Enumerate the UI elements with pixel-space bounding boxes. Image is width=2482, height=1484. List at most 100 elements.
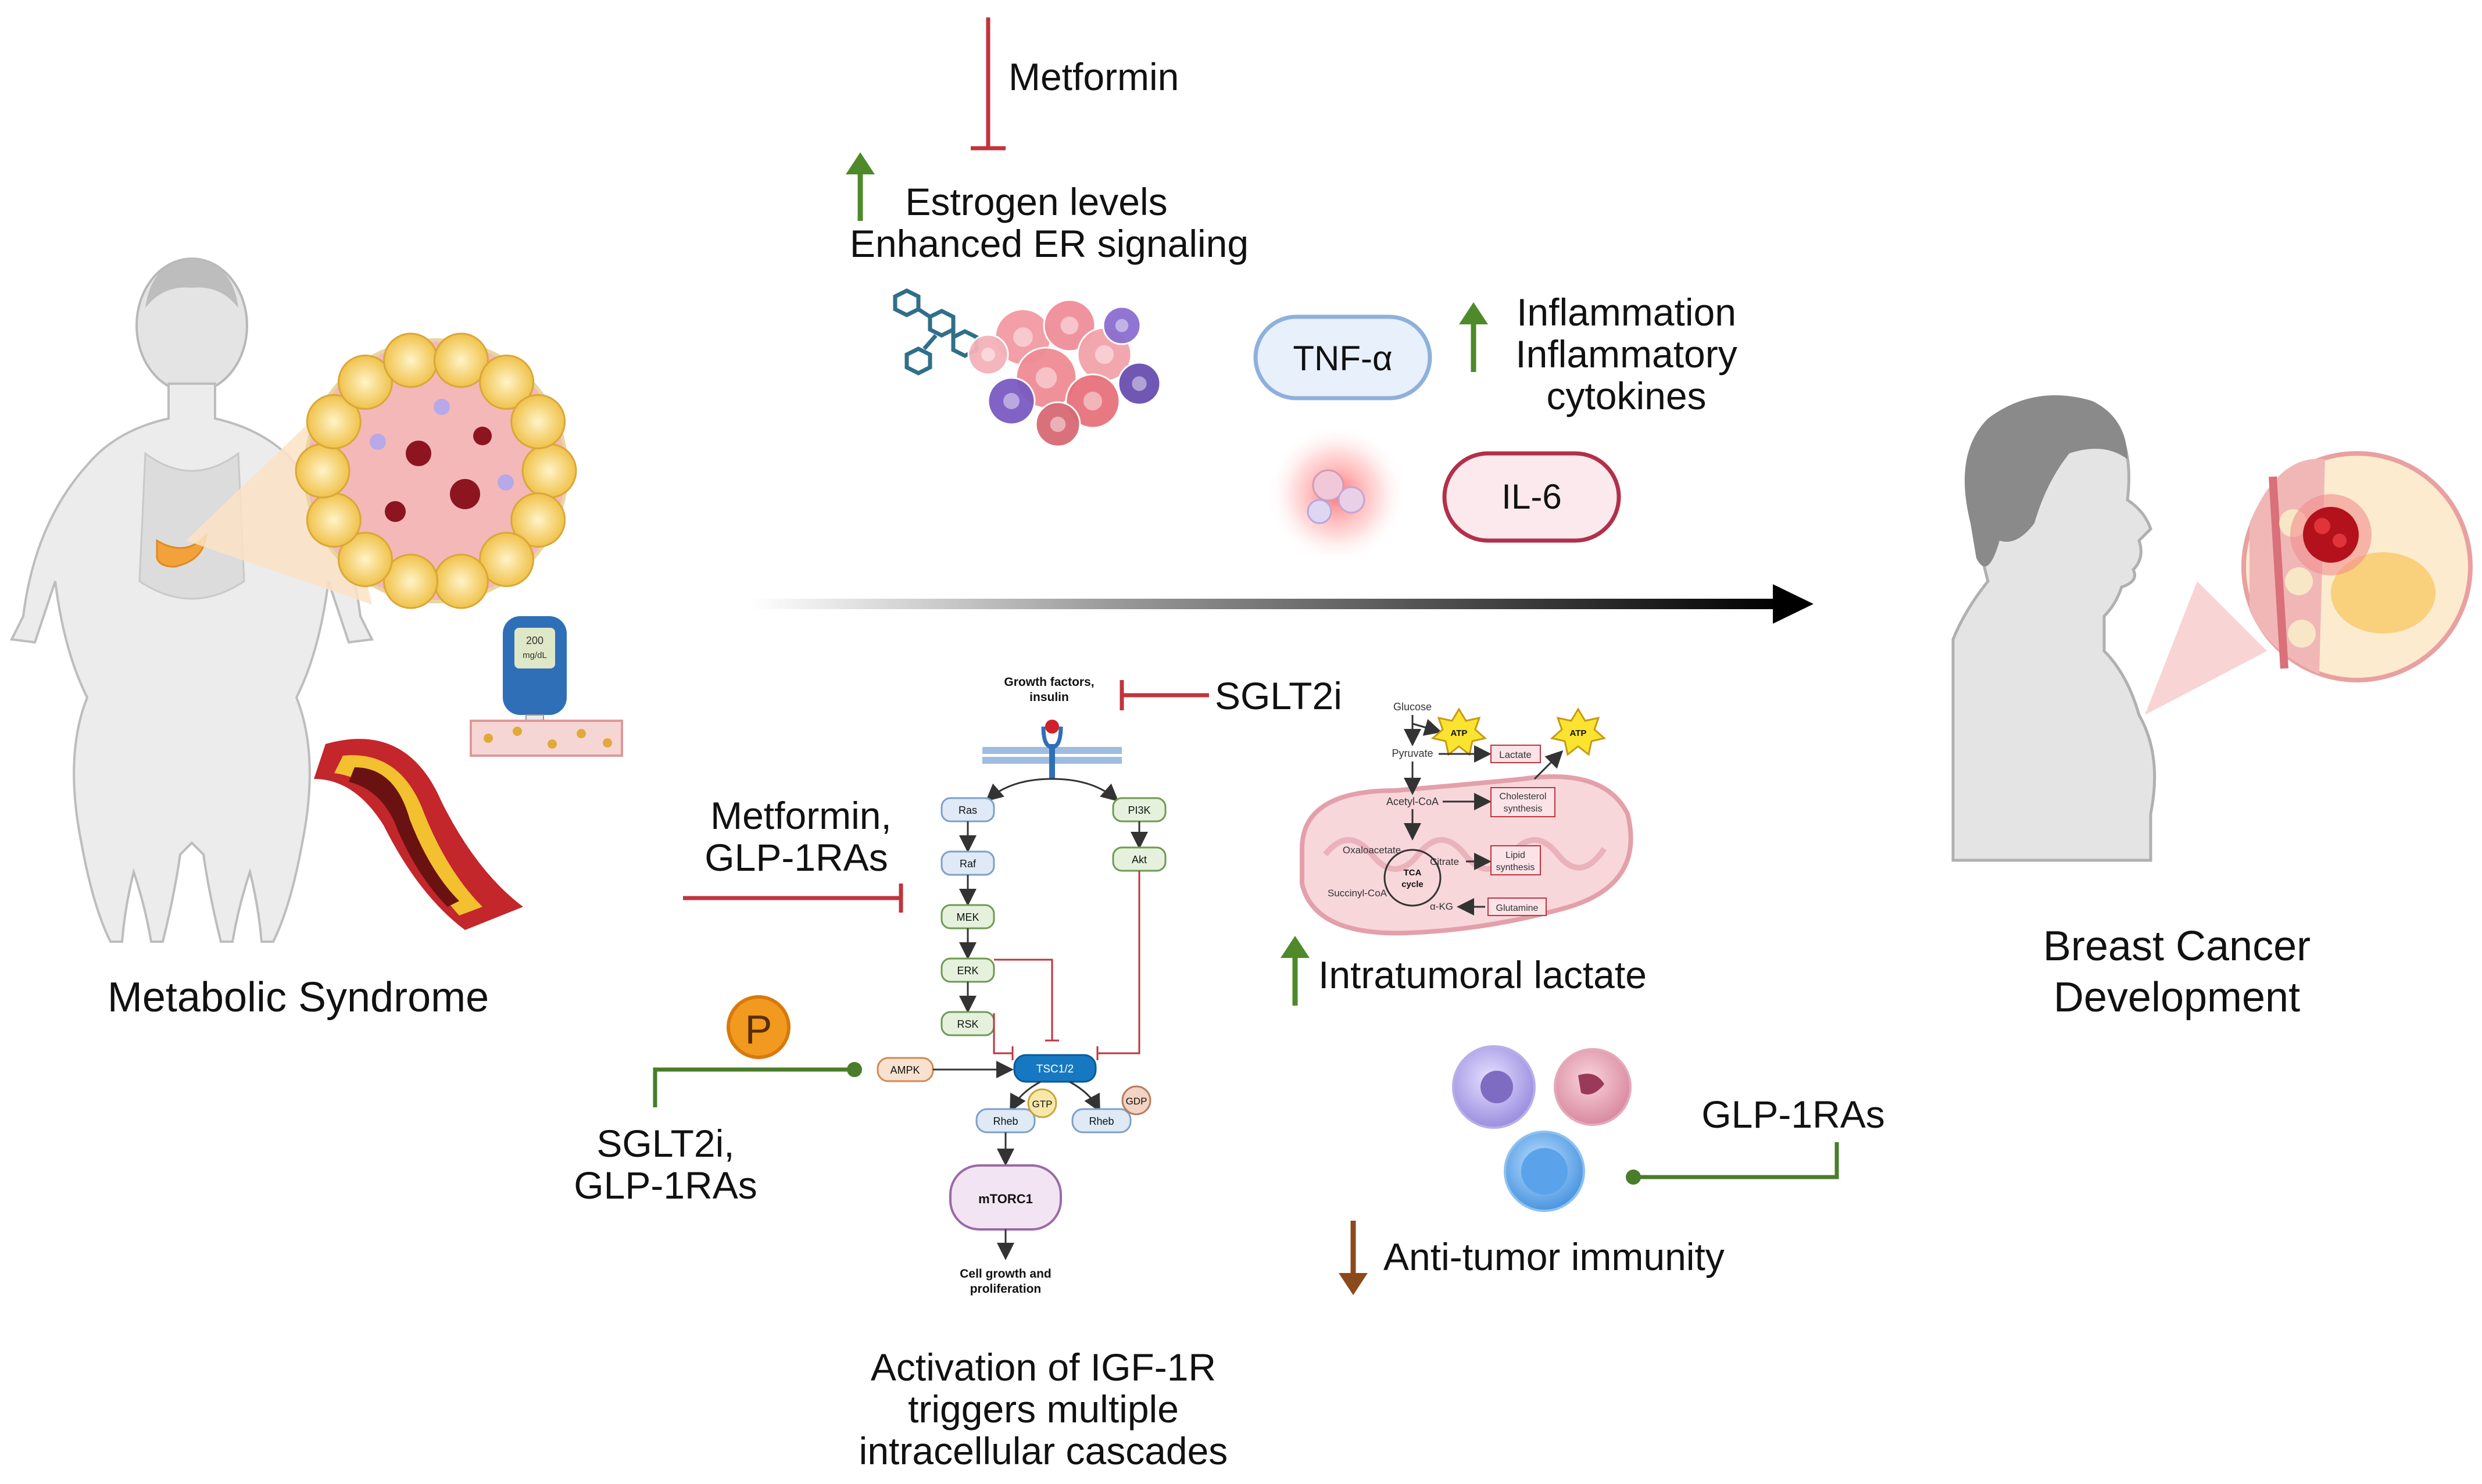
fat-cell — [383, 332, 439, 388]
estrogen-levels-label: Estrogen levels — [905, 180, 1167, 223]
cell-growth-label-line2: proliferation — [970, 1282, 1042, 1296]
metformin-inhibitor-estrogen — [971, 17, 1006, 151]
tumor-cell — [1117, 362, 1161, 406]
fat-cell — [306, 492, 362, 548]
tumor-cell-nucleus — [1035, 367, 1057, 389]
cell-growth-label-line1: Cell growth and — [960, 1267, 1052, 1281]
mek-label: MEK — [956, 911, 979, 923]
acetylcoa-node: Acetyl-CoA — [1386, 796, 1439, 807]
sglt2i-label-top: SGLT2i — [1215, 674, 1342, 717]
tumor-cell-nucleus — [1115, 319, 1129, 332]
atp-burst-1: ATP — [1430, 707, 1487, 756]
erk-label: ERK — [957, 965, 978, 977]
receptor-icon — [1041, 720, 1063, 779]
akt-node: Akt — [1132, 854, 1147, 866]
tumor-cell — [1065, 373, 1121, 429]
igf-caption-line2: triggers multiple — [908, 1388, 1179, 1431]
pi3k-node: PI3K — [1128, 804, 1150, 816]
growth-factors-label-line1: Growth factors, — [1004, 675, 1094, 689]
pyruvate-node: Pyruvate — [1392, 748, 1433, 759]
adipose-tissue-icon — [295, 332, 577, 609]
fat-cell — [306, 394, 362, 449]
fat-cell — [433, 553, 489, 609]
lactate-node: Lactate — [1499, 749, 1532, 760]
sglt2i-glp1-label-line1: SGLT2i, — [596, 1122, 734, 1165]
intratumoral-lactate-label: Intratumoral lactate — [1318, 953, 1647, 996]
phospho-badge: P — [727, 995, 791, 1059]
glutamine-node: Glutamine — [1496, 903, 1539, 913]
atp1-label: ATP — [1451, 728, 1468, 738]
raf-node: Raf — [940, 850, 995, 876]
tumor-cell-nucleus — [1003, 393, 1020, 409]
rsk-node: RSK — [940, 1011, 995, 1036]
fat-cell — [295, 443, 351, 499]
tumor-cell-nucleus — [1060, 316, 1079, 335]
tumor-cell-nucleus — [1095, 345, 1114, 364]
tumor-cell-nucleus — [1050, 416, 1066, 432]
metformin-glp1-inhibitor-line — [683, 884, 903, 913]
inflammation-label: Inflammation — [1517, 291, 1736, 334]
tumor-cell — [987, 377, 1036, 425]
il6-label: IL-6 — [1501, 477, 1561, 516]
tumor-cell — [967, 334, 1009, 376]
ampk-node: AMPK — [890, 1064, 920, 1076]
breast-zoom-cone — [2145, 581, 2267, 715]
metabolism-pathway: Glucose ATP ATP Pyruvate Lactate Acetyl-… — [1328, 701, 1607, 916]
breast-cancer-title-line1: Breast Cancer — [2043, 923, 2311, 970]
tumor-cell-nucleus — [1013, 327, 1033, 347]
phospho-label: P — [745, 1007, 773, 1052]
fat-cell — [433, 332, 489, 388]
metformin-glp1-label-line1: Metformin, — [710, 794, 892, 837]
erk-node: ERK — [940, 957, 995, 983]
gdp-node: GDP — [1126, 1096, 1147, 1107]
oxaloacetate-node: Oxaloacetate — [1343, 845, 1401, 856]
raf-label: Raf — [960, 858, 977, 870]
rheb1-node: Rheb — [993, 1115, 1018, 1127]
lipid-node-line1: Lipid — [1505, 850, 1525, 860]
tca-node-line1: TCA — [1404, 868, 1422, 878]
mek-node: MEK — [940, 904, 995, 929]
fat-cell — [479, 531, 535, 587]
inflammation-up-arrow — [1459, 302, 1488, 372]
tumor-cell — [1035, 401, 1081, 448]
immune-cell-icon — [1452, 1045, 1632, 1212]
lipid-node-line2: synthesis — [1496, 863, 1535, 872]
tumor-cell-nucleus — [1083, 391, 1103, 411]
sglt2i-inhibitor-line — [1120, 680, 1209, 710]
inflammatory-cells-icon — [1267, 424, 1407, 564]
tnf-alpha-badge: TNF-α — [1253, 314, 1432, 400]
er-signaling-label: Enhanced ER signaling — [850, 222, 1249, 265]
artery-plaque-icon — [314, 739, 523, 930]
breast-tumor-icon — [2241, 451, 2473, 682]
estrogen-molecule-icon — [893, 288, 979, 376]
tca-node-line2: cycle — [1401, 879, 1424, 889]
succinyl-node: Succinyl-CoA — [1328, 888, 1387, 899]
akg-node: α-KG — [1430, 901, 1453, 912]
progression-arrow — [750, 584, 1814, 624]
fat-cell — [337, 355, 393, 410]
metabolic-syndrome-title: Metabolic Syndrome — [108, 974, 489, 1021]
breast-cancer-title-line2: Development — [2054, 974, 2300, 1021]
metformin-glp1-label-line2: GLP-1RAs — [704, 836, 888, 879]
cholesterol-node-line1: Cholesterol — [1500, 792, 1547, 802]
ras-node: Ras — [940, 797, 995, 823]
tumor-cell-nucleus — [981, 348, 995, 362]
citrate-node: Citrate — [1430, 856, 1459, 867]
fat-cell — [479, 355, 535, 410]
atp-burst-2: ATP — [1550, 707, 1607, 756]
glucose-node: Glucose — [1393, 701, 1432, 713]
glucometer-value: 200 — [526, 635, 543, 646]
woman-profile-icon — [1951, 395, 2156, 862]
glp1-label-immunity: GLP-1RAs — [1701, 1093, 1884, 1136]
metformin-label-top: Metformin — [1008, 55, 1179, 98]
igf-pathway: Growth factors, insulin RasRafMEKERKRSK … — [877, 675, 1167, 1296]
glucometer-unit: mg/dL — [523, 650, 547, 660]
fat-cell — [521, 443, 577, 499]
gtp-node: GTP — [1032, 1099, 1053, 1110]
lactate-up-arrow — [1281, 936, 1310, 1006]
cytokines-label: cytokines — [1546, 374, 1706, 417]
fat-cell — [337, 531, 393, 587]
rheb2-node: Rheb — [1089, 1115, 1114, 1127]
cholesterol-node-line2: synthesis — [1504, 804, 1543, 814]
